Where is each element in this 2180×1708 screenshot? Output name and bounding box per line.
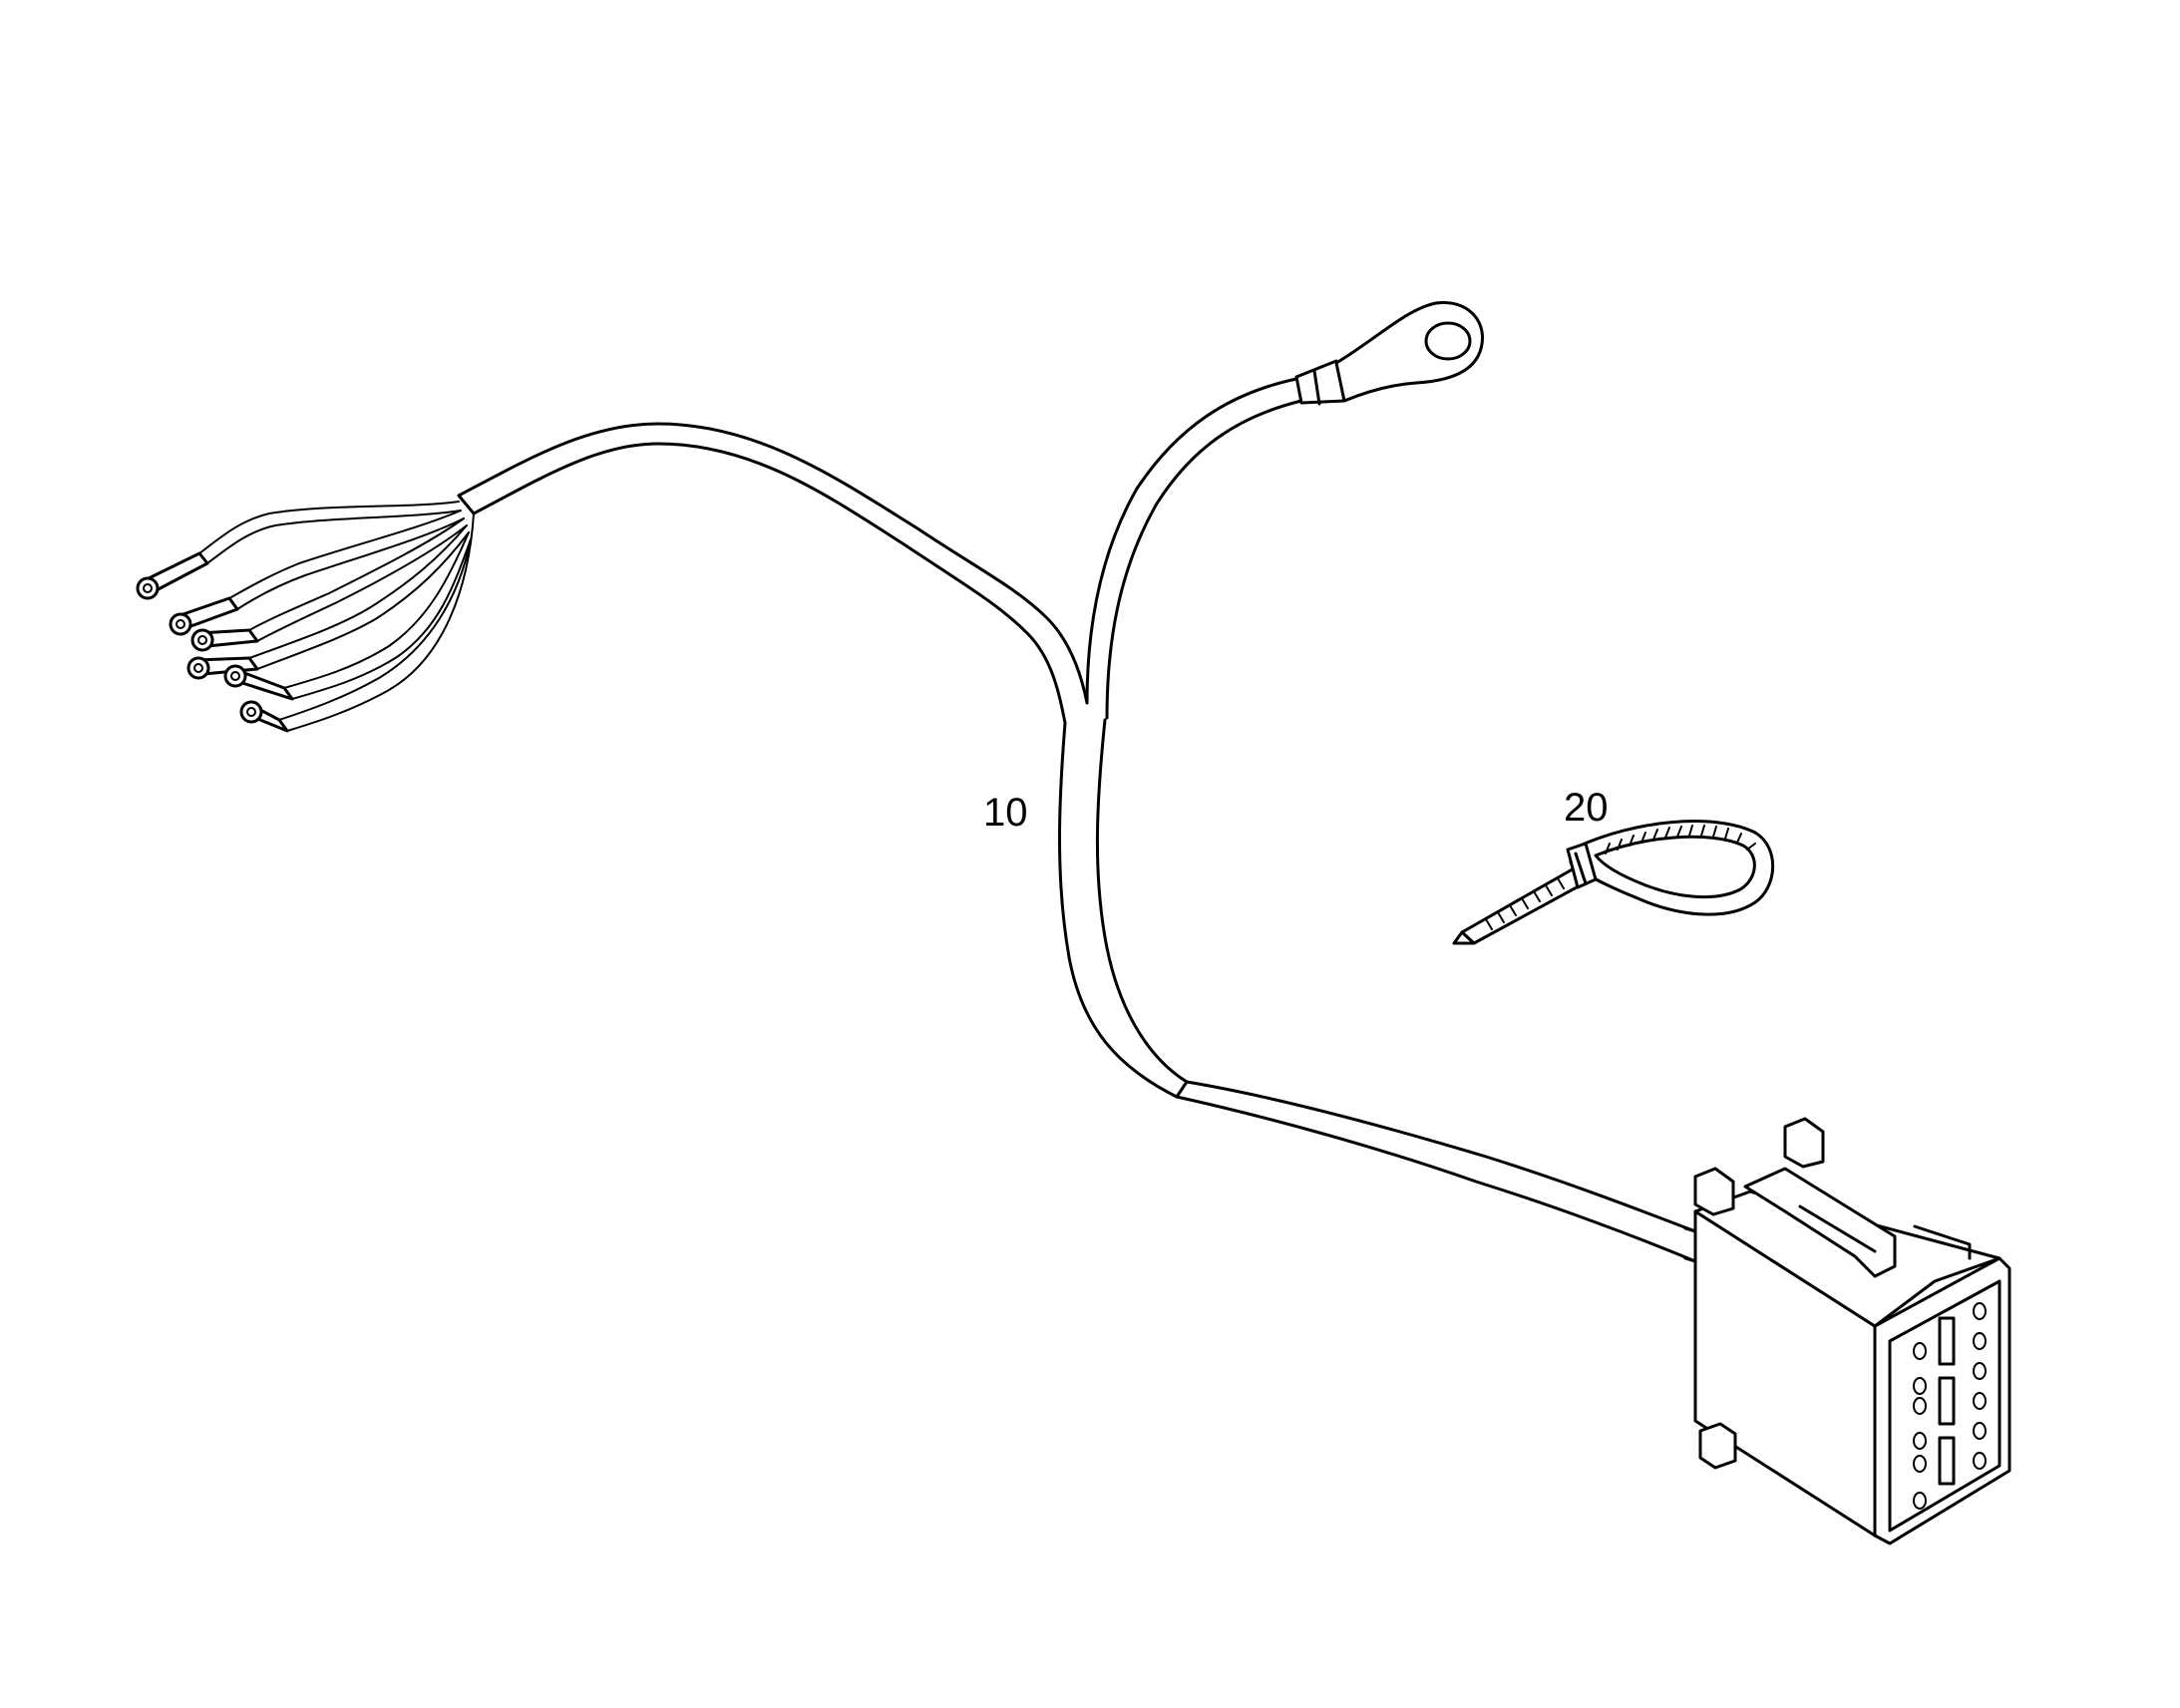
harness-branch-ring bbox=[1085, 377, 1303, 720]
harness-trunk-lower bbox=[1058, 718, 1697, 1263]
harness-sleeve-end bbox=[457, 494, 476, 515]
multi-pin-connector[interactable] bbox=[1683, 1117, 2011, 1545]
cable-tie[interactable] bbox=[1452, 820, 1775, 945]
pin-terminal bbox=[190, 628, 259, 652]
harness-trunk-upper bbox=[457, 422, 1089, 725]
pin-terminals[interactable] bbox=[136, 551, 294, 733]
callout-harness: 10 bbox=[983, 791, 1028, 835]
pin-terminal bbox=[239, 700, 289, 733]
wiring-harness[interactable] bbox=[136, 301, 2011, 1545]
callout-cable-tie: 20 bbox=[1564, 786, 1609, 830]
ring-terminal[interactable] bbox=[1294, 301, 1484, 406]
wire-bundle bbox=[198, 501, 475, 732]
pin-slots bbox=[1913, 1302, 1987, 1510]
pin-terminal bbox=[223, 664, 294, 701]
pin-terminal bbox=[169, 596, 239, 636]
pin-terminal bbox=[136, 551, 209, 600]
